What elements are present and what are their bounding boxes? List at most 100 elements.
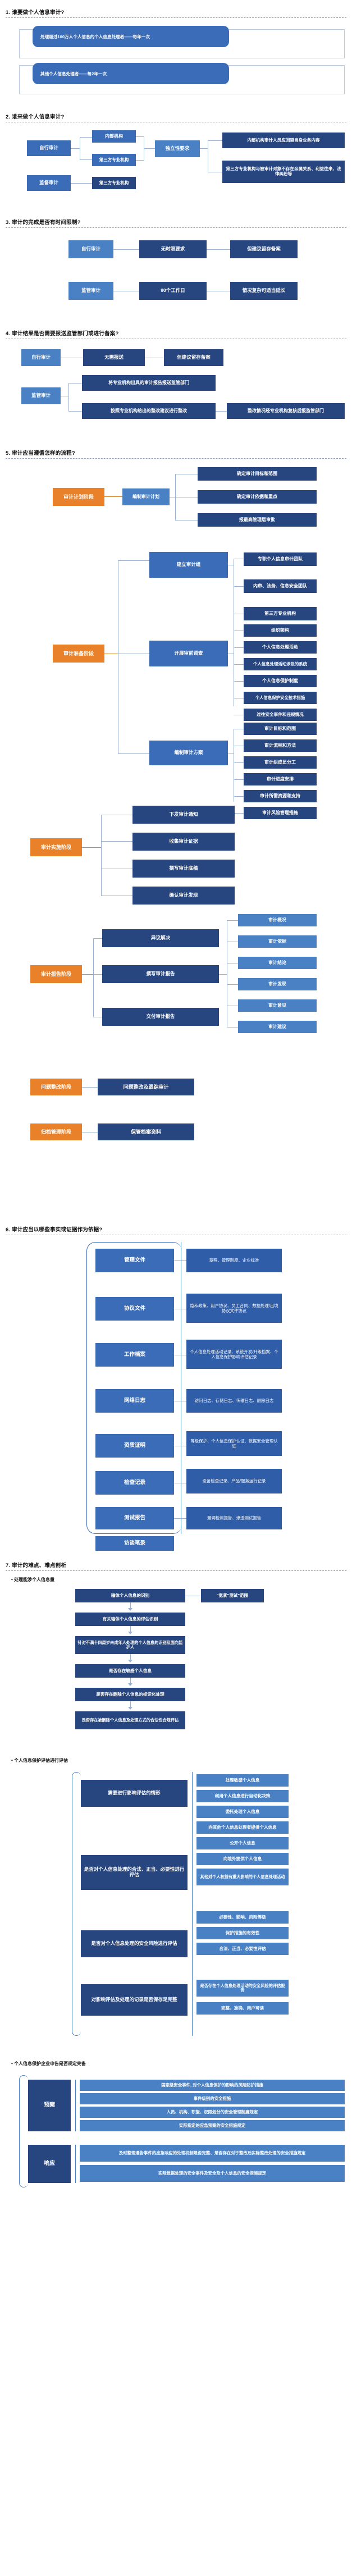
independence-requirement[interactable]: 独立性要求 — [155, 140, 200, 157]
report-row2-item-1[interactable]: 将专业机构出具的审计报告报送监管部门 — [82, 375, 216, 391]
timelimit-row2-mid[interactable]: 90个工作日 — [139, 282, 207, 300]
stage-rectification[interactable]: 问题整改阶段 — [30, 1079, 82, 1095]
exec-step-1[interactable]: 下发审计通知 — [132, 806, 235, 824]
audit-frequency-item-1[interactable]: 处理超过100万人个人信息的个人信息处理者——每年一次 — [33, 26, 229, 47]
timelimit-row1-left[interactable]: 自行审计 — [68, 240, 113, 258]
evidence-desc-5[interactable]: 等级保护、个人信息保护认证、数据安全管理认证 — [186, 1431, 282, 1456]
report-content-2[interactable]: 审计依据 — [238, 935, 317, 948]
auditor-supervised-audit[interactable]: 监督审计 — [27, 175, 71, 191]
emergency-response-label[interactable]: 响应 — [28, 2145, 71, 2183]
impact-right-10[interactable]: 合法、正当、必要性评估 — [196, 1943, 289, 1955]
report-row2-item-2[interactable]: 按照专业机构给出的整改建议进行整改 — [82, 403, 216, 419]
report-content-1[interactable]: 审计概况 — [238, 914, 317, 926]
exec-step-4[interactable]: 确认审计发现 — [132, 887, 235, 905]
evidence-desc-3[interactable]: 个人信息处理活动记录、系统开发/升级档案、个人信息保护影响评估记录 — [186, 1340, 282, 1369]
difficulty-a-right[interactable]: "宽紧"测试"范围 — [201, 1589, 264, 1602]
report-row1-left[interactable]: 自行审计 — [21, 349, 61, 366]
impact-right-7[interactable]: 其他对个人权益有重大影响的个人信息处理活动 — [196, 1869, 289, 1885]
evidence-type-1[interactable]: 管理文件 — [95, 1249, 174, 1272]
leaf-team-1[interactable]: 专职个人信息审计团队 — [244, 552, 317, 566]
report-content-4[interactable]: 审计发现 — [238, 978, 317, 990]
timelimit-row2-left[interactable]: 监管审计 — [68, 282, 113, 300]
report-step-write[interactable]: 撰写审计报告 — [102, 965, 219, 983]
impact-right-11[interactable]: 是否存在个人信息处理活动的安全风险的评估报告 — [196, 1980, 289, 1997]
impact-right-4[interactable]: 向其他个人信息处理者提供个人信息 — [196, 1821, 289, 1834]
stage-audit-report[interactable]: 审计报告阶段 — [30, 965, 82, 983]
rectification-step[interactable]: 问题整改及跟踪审计 — [98, 1079, 194, 1095]
independence-item-1[interactable]: 内部机构审计人员应回避自身业务内容 — [222, 133, 345, 148]
evidence-desc-2[interactable]: 隐私政策、用户协议、员工合同、数据处理/出境协议文件协议 — [186, 1294, 282, 1323]
auditor-self-audit[interactable]: 自行审计 — [27, 140, 71, 156]
evidence-desc-1[interactable]: 章程、管理制度、企业标准 — [186, 1249, 282, 1272]
impact-right-1[interactable]: 处理敏感个人信息 — [196, 1774, 289, 1787]
archive-step[interactable]: 保管档案资料 — [98, 1123, 194, 1140]
impact-right-8[interactable]: 必要性、影响、风险等级 — [196, 1911, 289, 1924]
impact-left-1[interactable]: 需要进行影响评估的情形 — [81, 1780, 188, 1807]
timelimit-row1-right[interactable]: 但建议留存备案 — [230, 240, 298, 258]
evidence-type-5[interactable]: 资质证明 — [95, 1434, 174, 1458]
report-content-5[interactable]: 审计意见 — [238, 999, 317, 1012]
report-content-3[interactable]: 审计结论 — [238, 957, 317, 969]
leaf-plan-2[interactable]: 确定审计依据和重点 — [198, 490, 317, 504]
evidence-desc-4[interactable]: 访问日志、存储日志、传输日志、删除日志 — [186, 1389, 282, 1413]
leaf-survey-4[interactable]: 个人信息保护制度 — [244, 675, 317, 687]
leaf-scheme-5[interactable]: 审计所需资源和支持 — [244, 790, 317, 802]
leaf-scheme-6[interactable]: 审计风险管理措施 — [244, 807, 317, 819]
group-build-audit-team[interactable]: 建立审计组 — [149, 552, 228, 578]
independence-item-2[interactable]: 第三方专业机构与被审计对象不存在亲属关系、利益往来、法律纠纷等 — [222, 161, 345, 183]
leaf-survey-5[interactable]: 个人信息保护安全技术措施 — [244, 692, 317, 704]
leaf-team-3[interactable]: 第三方专业机构 — [244, 607, 317, 620]
timelimit-row1-mid[interactable]: 无时限要求 — [139, 240, 207, 258]
difficulty-a-item-6[interactable]: 是否存在被删除个人信息及处理方式的合法性合规评估 — [75, 1711, 185, 1729]
leaf-scheme-4[interactable]: 审计进度安排 — [244, 773, 317, 785]
impact-right-5[interactable]: 公开个人信息 — [196, 1837, 289, 1849]
report-step-deliver[interactable]: 交付审计报告 — [102, 1008, 219, 1026]
evidence-desc-7[interactable]: 漏洞检测报告、渗透测试报告 — [186, 1507, 282, 1529]
difficulty-a-item-5[interactable]: 是否存在删除个人信息的标识化处理 — [75, 1688, 185, 1701]
leaf-survey-6[interactable]: 过往安全事件和违规情况 — [244, 709, 317, 721]
emergency-response-item-2[interactable]: 实际数据处理的安全事件及安全及个人信息的安全措施规定 — [80, 2165, 345, 2182]
report-row1-right[interactable]: 但建议留存备案 — [164, 349, 223, 366]
impact-right-6[interactable]: 向境外提供个人信息 — [196, 1853, 289, 1865]
impact-left-3[interactable]: 是否对个人信息处理的安全风险进行评估 — [81, 1930, 188, 1957]
timelimit-row2-right[interactable]: 情况复杂可适当延长 — [230, 282, 298, 300]
stage-archive[interactable]: 归档管理阶段 — [30, 1123, 82, 1140]
leaf-scheme-3[interactable]: 审计组成员分工 — [244, 756, 317, 769]
emergency-response-item-1[interactable]: 及时整理通告事件的应急响应的处理机制是否完整、是否存在对于整改后实际整改处理的安… — [80, 2145, 345, 2162]
evidence-type-6[interactable]: 检查记录 — [95, 1471, 174, 1495]
difficulty-a-item-2[interactable]: 有关输体个人信息的评估识别 — [75, 1613, 185, 1626]
report-row2-tail[interactable]: 整改情况经专业机构复核后报监管部门 — [227, 403, 345, 419]
leaf-plan-1[interactable]: 确定审计目标和范围 — [198, 467, 317, 481]
group-make-audit-scheme[interactable]: 编制审计方案 — [149, 741, 228, 765]
leaf-scheme-2[interactable]: 审计流程和方法 — [244, 739, 317, 752]
report-row2-left[interactable]: 监管审计 — [21, 387, 61, 404]
self-audit-third-party[interactable]: 第三方专业机构 — [92, 154, 136, 166]
report-content-6[interactable]: 审计建议 — [238, 1021, 317, 1033]
self-audit-internal-org[interactable]: 内部机构 — [92, 130, 136, 143]
emergency-plan-item-4[interactable]: 实际指定的应急预案的安全措施规定 — [80, 2120, 345, 2131]
impact-right-3[interactable]: 委托处理个人信息 — [196, 1806, 289, 1818]
audit-frequency-item-2[interactable]: 其他个人信息处理者——每2年一次 — [33, 63, 229, 84]
emergency-plan-label[interactable]: 预案 — [28, 2080, 71, 2131]
impact-left-4[interactable]: 对影响评估及处理的记录是否保存足完整 — [81, 1984, 188, 2016]
difficulty-a-item-4[interactable]: 是否存在敏感个人信息 — [75, 1664, 185, 1678]
emergency-plan-item-1[interactable]: 国家级安全事件, 对个人信息保护的影响的风险防护措施 — [80, 2080, 345, 2091]
evidence-desc-6[interactable]: 设备检查记录、产品/服务运行记录 — [186, 1469, 282, 1493]
group-make-audit-plan[interactable]: 编制审计计划 — [122, 488, 170, 505]
stage-audit-plan[interactable]: 审计计划阶段 — [53, 488, 104, 506]
impact-right-2[interactable]: 利用个人信息进行自动化决策 — [196, 1790, 289, 1802]
report-step-objection[interactable]: 异议解决 — [102, 929, 219, 947]
impact-right-9[interactable]: 保护措施的有效性 — [196, 1927, 289, 1939]
evidence-type-4[interactable]: 网络日志 — [95, 1389, 174, 1413]
exec-step-3[interactable]: 撰写审计底稿 — [132, 860, 235, 878]
emergency-plan-item-3[interactable]: 人员、机构、职能、权限划分的安全管理制度规定 — [80, 2107, 345, 2118]
stage-audit-prep[interactable]: 审计准备阶段 — [53, 645, 104, 663]
leaf-survey-1[interactable]: 组织架构 — [244, 624, 317, 637]
evidence-type-2[interactable]: 协议文件 — [95, 1297, 174, 1321]
evidence-type-3[interactable]: 工作档案 — [95, 1343, 174, 1367]
group-pre-audit-survey[interactable]: 开展审前调查 — [149, 641, 228, 666]
exec-step-2[interactable]: 收集审计证据 — [132, 833, 235, 851]
evidence-type-8[interactable]: 访谈笔录 — [95, 1536, 174, 1551]
impact-left-2[interactable]: 是否对个人信息处理的合法、正当、必要性进行评估 — [81, 1855, 188, 1890]
leaf-survey-3[interactable]: 个人信息处理活动涉及的系统 — [244, 658, 317, 670]
